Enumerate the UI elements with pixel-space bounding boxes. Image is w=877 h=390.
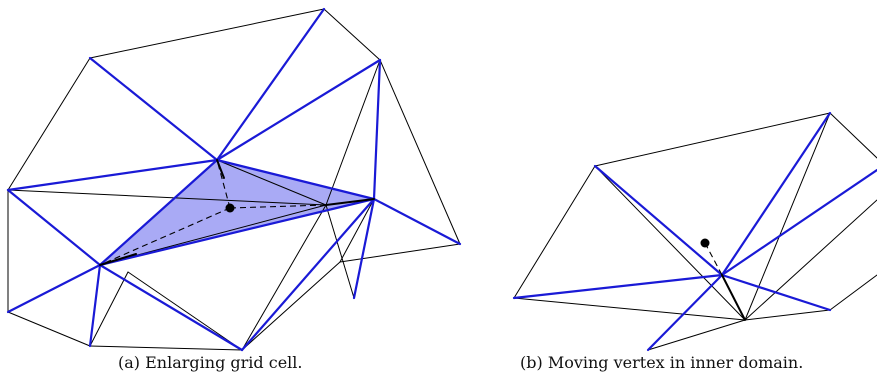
panel-b-move-arrows: [721, 274, 746, 321]
panel-b-dashed-edges: [704, 242, 723, 276]
panel-a-blue-edges: [6, 7, 462, 352]
panel-b-black-edges: [513, 112, 877, 351]
panel-b-blue-edges: [512, 111, 877, 352]
caption-panel-b: (b) Moving vertex in inner domain.: [520, 353, 804, 372]
caption-panel-a: (a) Enlarging grid cell.: [118, 353, 303, 372]
panel-b-point: [700, 238, 710, 248]
panel-a-point: [225, 203, 235, 213]
panel-a-move-arrows: [99, 159, 375, 266]
panel-a-highlight-cell: [100, 160, 374, 265]
panel-a-mesh: [6, 7, 462, 352]
panel-b-mesh: [512, 111, 877, 352]
